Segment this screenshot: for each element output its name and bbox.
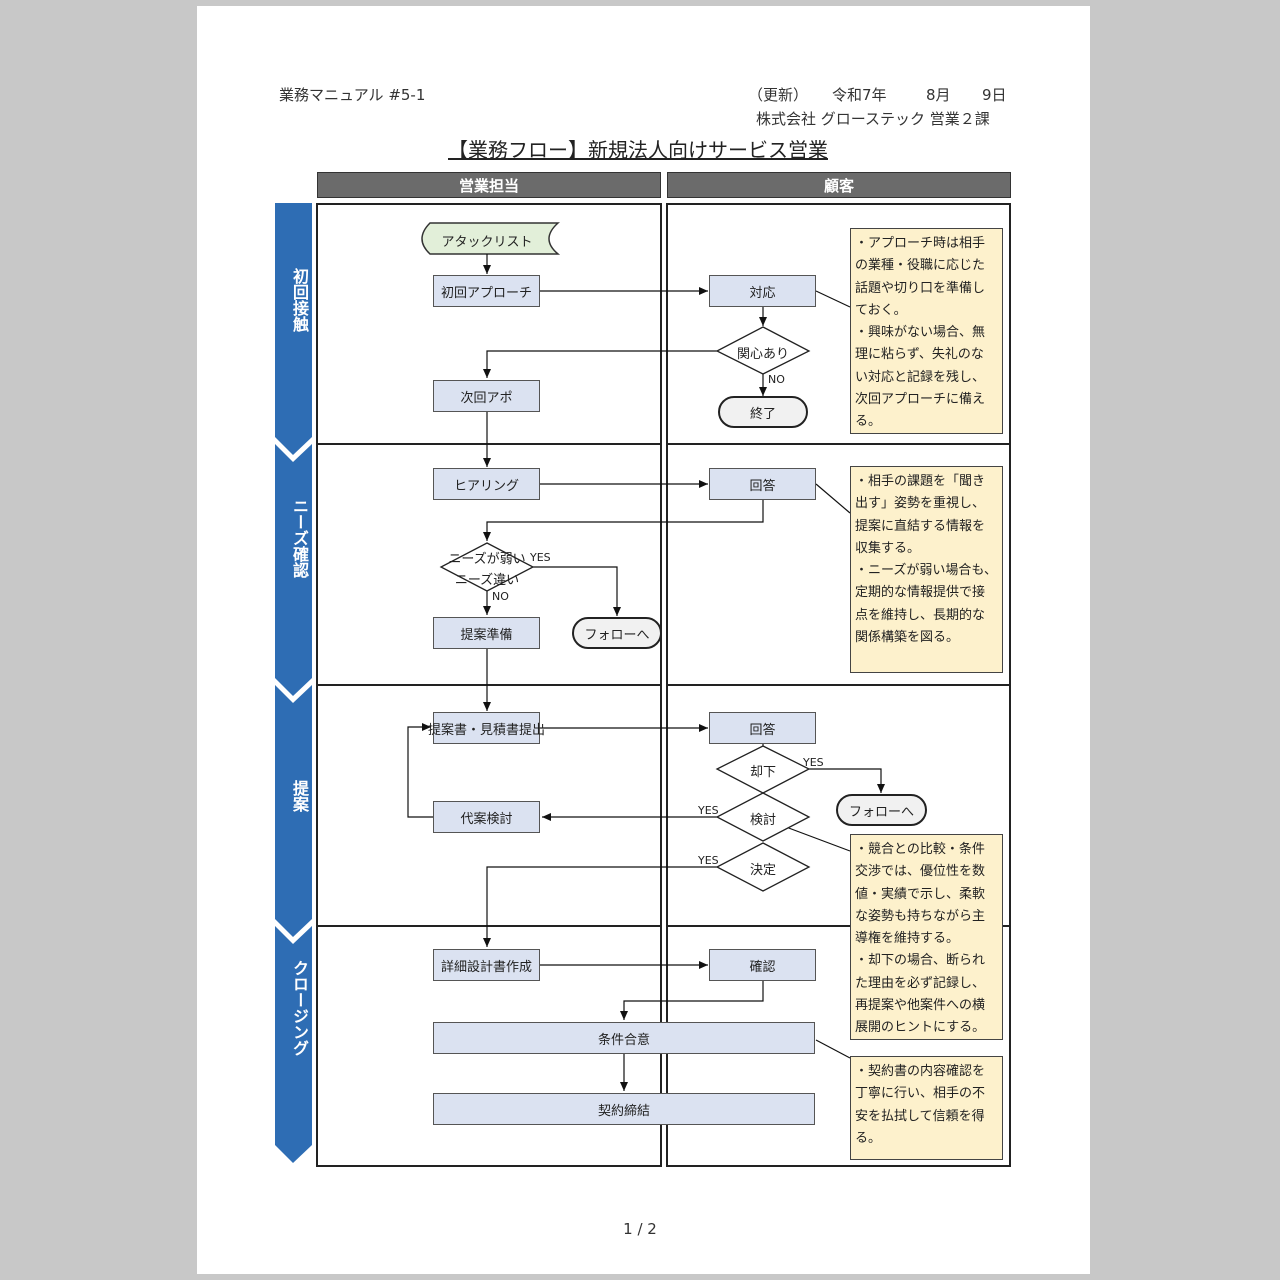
node-contract: 契約締結 (433, 1093, 815, 1125)
update-era: 令和 (832, 86, 863, 104)
phase-label-proposal: 提案 (290, 780, 309, 812)
node-follow-1: フォローへ (572, 617, 662, 649)
node-needs-weak: ニーズが弱い (448, 552, 526, 567)
lane-header-customer: 顧客 (667, 172, 1011, 198)
attack-list-shape (421, 222, 561, 255)
node-decide: 決定 (749, 863, 776, 878)
note-closing: ・契約書の内容確認を丁寧に行い、相手の不安を払拭して信頼を得 る。 (850, 1056, 1003, 1160)
node-detailed-design: 詳細設計書作成 (433, 949, 540, 981)
node-submit-proposal: 提案書・見積書提出 (428, 712, 545, 744)
update-year: 7年 (862, 86, 887, 104)
update-day: 9日 (982, 86, 1007, 104)
edge-confirm-agree (620, 981, 764, 1020)
node-attack-list: アタックリスト (441, 235, 533, 250)
edge-interested-nextappt (483, 350, 717, 378)
company-name: 株式会社 グローステック 営業２課 (756, 110, 990, 128)
node-follow-2: フォローへ (836, 794, 927, 826)
note-initial-contact: ・アプローチ時は相手の業種・役職に応じた話題や切り口を準備し ておく。・興味がな… (850, 228, 1003, 434)
phase-divider (666, 684, 1011, 686)
node-reject: 却下 (749, 765, 776, 780)
phase-label-needs-check: ニーズ確認 (290, 498, 309, 578)
decision-needs (439, 542, 535, 592)
update-month: 8月 (926, 86, 951, 104)
note-callout-4 (815, 1039, 851, 1059)
edge-decide-design (483, 866, 717, 947)
edge-alt-submit (407, 723, 433, 818)
page-number: 1 / 2 (623, 1220, 657, 1238)
phase-chevron-2 (275, 444, 312, 696)
note-callout-1 (815, 290, 851, 308)
edge-answer-needs (483, 500, 764, 541)
node-hearing: ヒアリング (433, 468, 540, 500)
phase-label-initial-contact: 初回接触 (290, 268, 309, 332)
node-interested: 関心あり (736, 347, 789, 362)
label-yes: YES (803, 756, 824, 769)
note-needs-check: ・相手の課題を「聞き出す」姿勢を重視し、提案に直結する情報を 収集する。・ニーズ… (850, 466, 1003, 673)
update-label: （更新） (748, 86, 809, 104)
label-no: NO (492, 590, 509, 603)
node-respond: 対応 (709, 275, 816, 307)
node-answer-2: 回答 (709, 712, 816, 744)
phase-divider (316, 443, 661, 445)
edge-needs-follow (533, 566, 621, 616)
node-answer-1: 回答 (709, 468, 816, 500)
node-agreement: 条件合意 (433, 1022, 815, 1054)
node-needs-mismatch: ニーズ違い (454, 573, 520, 588)
note-callout-2 (815, 483, 851, 514)
node-end: 終了 (718, 396, 808, 428)
phase-divider (666, 443, 1011, 445)
node-confirm: 確認 (709, 949, 816, 981)
phase-label-closing: クロージング (290, 960, 309, 1056)
phase-chevron-4 (275, 926, 312, 1163)
note-callout-3 (785, 826, 851, 852)
label-yes: YES (530, 551, 551, 564)
phase-chevron-3 (275, 685, 312, 937)
label-yes: YES (698, 854, 719, 867)
phase-divider (666, 925, 1011, 927)
node-consider: 検討 (749, 813, 776, 828)
node-next-appointment: 次回アポ (433, 380, 540, 412)
label-no: NO (768, 373, 785, 386)
label-yes: YES (698, 804, 719, 817)
manual-id: 業務マニュアル #5-1 (279, 86, 426, 104)
decision-interested (715, 326, 811, 375)
phase-chevron-1 (275, 203, 312, 455)
decision-consider (715, 792, 811, 842)
node-proposal-prep: 提案準備 (433, 617, 540, 649)
node-alternative: 代案検討 (433, 801, 540, 833)
note-proposal: ・競合との比較・条件交渉では、優位性を数値・実績で示し、柔軟 な姿勢も持ちながら… (850, 834, 1003, 1040)
decision-decide (715, 842, 811, 892)
lane-header-sales: 営業担当 (317, 172, 661, 198)
phase-divider (316, 684, 661, 686)
node-first-approach: 初回アプローチ (433, 275, 540, 307)
edge-reject-follow (809, 768, 885, 793)
phase-divider (316, 925, 661, 927)
page-title: 【業務フロー】新規法人向けサービス営業 (448, 138, 828, 162)
